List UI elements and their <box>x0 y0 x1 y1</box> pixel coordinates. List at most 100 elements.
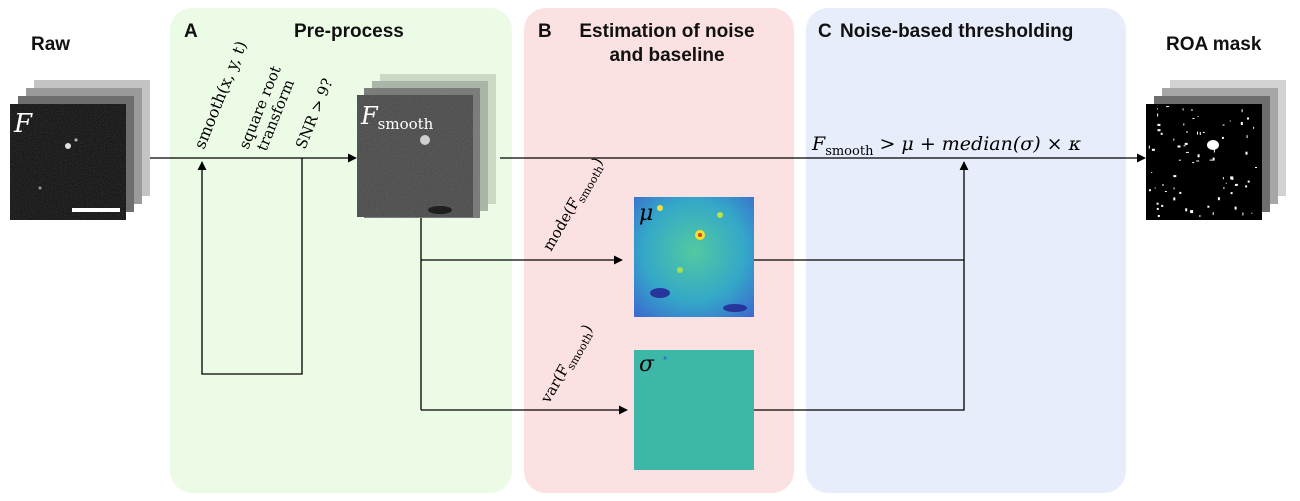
equation-lhs-subscript: smooth <box>825 144 874 159</box>
mask-speck <box>1157 113 1159 117</box>
mu-dark-spot-2 <box>723 304 747 312</box>
panel-a-letter: A <box>184 21 198 42</box>
mask-speck <box>1184 142 1188 145</box>
mu-to-threshold-arrow <box>754 161 969 261</box>
mask-speck <box>1234 183 1238 186</box>
mask-speck <box>1199 132 1201 135</box>
smooth-image-stack: Fsmooth <box>357 74 496 218</box>
mask-speck <box>1151 172 1153 173</box>
raw-image-noise <box>10 104 126 220</box>
mask-speck <box>1199 215 1201 217</box>
thresholding-panel <box>806 8 1126 493</box>
mask-speck <box>1148 189 1151 192</box>
roa-mask-stack <box>1146 80 1286 220</box>
mask-speck <box>1209 159 1213 161</box>
mu-hot-spot-1 <box>657 205 663 211</box>
mask-speck <box>1207 205 1210 208</box>
mask-speck <box>1213 149 1215 153</box>
preprocess-steps: smooth(x, y, t) square root transform SN… <box>190 38 336 153</box>
mask-speck <box>1164 191 1167 192</box>
raw-image-stack: F <box>10 80 150 220</box>
mask-speck <box>1151 148 1155 151</box>
mask-speck <box>1179 191 1182 194</box>
mask-speck <box>1192 162 1195 164</box>
mask-specks <box>1148 106 1257 217</box>
mask-speck <box>1166 106 1170 108</box>
raw-spot-3 <box>38 186 42 190</box>
threshold-equation: Fsmooth > μ + median(σ) × κ <box>811 133 1082 159</box>
panel-b-title-line2: and baseline <box>609 45 725 66</box>
mask-speck <box>1229 120 1231 122</box>
mask-speck <box>1185 151 1189 153</box>
mask-speck <box>1251 212 1253 214</box>
roa-mask-image <box>1146 104 1262 220</box>
panel-c-letter: C <box>818 21 832 42</box>
raw-spot-2 <box>74 138 78 142</box>
mask-speck <box>1173 187 1175 190</box>
mask-speck <box>1245 151 1248 155</box>
mask-speck <box>1185 208 1188 212</box>
mask-speck <box>1160 132 1163 135</box>
mask-speck <box>1192 118 1195 119</box>
mu-spot-4 <box>677 267 683 273</box>
mask-speck <box>1245 185 1248 188</box>
mask-speck <box>1183 123 1185 126</box>
mask-speck <box>1157 123 1161 126</box>
mask-speck <box>1162 184 1164 186</box>
mask-speck <box>1182 108 1184 111</box>
mask-speck <box>1190 109 1193 111</box>
mask-speck <box>1197 115 1199 117</box>
mask-speck <box>1240 122 1243 125</box>
mask-speck <box>1197 131 1198 135</box>
mask-speck <box>1222 177 1224 180</box>
mask-speck <box>1161 204 1164 207</box>
roa-mask-title: ROA mask <box>1166 34 1262 55</box>
mask-speck <box>1223 187 1225 190</box>
mask-speck <box>1202 131 1205 133</box>
mask-speck <box>1242 212 1244 216</box>
mask-speck <box>1230 192 1233 195</box>
smooth-image-texture <box>357 95 473 217</box>
mask-speck <box>1197 154 1200 158</box>
mask-speck <box>1156 202 1159 205</box>
mask-speck <box>1234 206 1237 210</box>
mask-speck <box>1253 126 1255 129</box>
mask-speck <box>1156 207 1159 210</box>
raw-bright-spot <box>65 143 71 149</box>
mask-speck <box>1230 176 1234 180</box>
raw-image-label: F <box>13 109 33 139</box>
smooth-bright-spot <box>420 135 430 145</box>
mask-speck <box>1173 138 1175 141</box>
mask-speck <box>1157 108 1158 110</box>
mask-speck <box>1222 124 1225 126</box>
panel-a-title: Pre-process <box>294 21 404 42</box>
panel-b-letter: B <box>538 21 552 42</box>
mode-label: mode(Fsmooth) <box>539 154 610 255</box>
mask-speck <box>1148 145 1150 149</box>
noise-map: σ <box>634 350 754 470</box>
snr-feedback-loop <box>197 158 303 375</box>
mask-speck <box>1221 136 1224 139</box>
mu-spot-3 <box>717 212 723 218</box>
mask-speck <box>1178 159 1181 161</box>
mu-label: μ <box>639 201 653 226</box>
mask-speck <box>1241 109 1243 113</box>
connectors <box>150 153 1146 415</box>
mask-speck <box>1212 212 1214 216</box>
mask-speck <box>1217 197 1220 201</box>
mask-speck <box>1212 157 1215 161</box>
snr-step-label: SNR > 9? <box>292 76 337 152</box>
var-label: var(Fsmooth) <box>536 321 598 408</box>
sigma-to-threshold-line <box>754 260 965 411</box>
mask-speck <box>1247 117 1249 120</box>
mask-speck <box>1173 175 1177 178</box>
panel-c-title: Noise-based thresholding <box>840 21 1074 42</box>
mask-speck <box>1246 135 1248 139</box>
mask-speck <box>1255 167 1257 168</box>
sigma-label: σ <box>639 352 655 377</box>
mask-speck <box>1177 145 1181 148</box>
mask-speck <box>1247 180 1250 183</box>
equation-lhs: F <box>811 133 826 155</box>
